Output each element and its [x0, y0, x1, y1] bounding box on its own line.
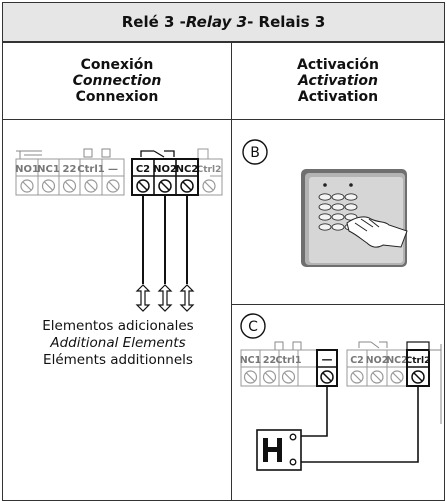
terminal-label: 22	[63, 164, 77, 175]
keypad-icon	[301, 169, 407, 267]
additional-elements-caption: Elementos adicionales Additional Element…	[12, 318, 224, 369]
terminal-label: Ctrl2	[406, 356, 431, 366]
terminal-label: C2	[350, 355, 364, 366]
connection-drawing: NO1 NC1 22 Ctrl1 — Ctrl2	[15, 148, 223, 312]
terminal-block-2: Ctrl2 C2 NO2 NC2	[131, 148, 223, 284]
terminal-label: NC1	[240, 355, 262, 366]
terminal-label: —	[108, 164, 118, 175]
panel-label-c: C	[248, 319, 258, 335]
push-button-icon	[256, 429, 302, 471]
terminal-label: NC2	[176, 164, 199, 175]
panel-label-b: B	[250, 145, 260, 161]
terminal-label: Ctrl1	[275, 355, 301, 366]
terminal-block-1: NO1 NC1 22 Ctrl1 —	[15, 158, 125, 196]
terminal-label: 22	[263, 355, 276, 366]
keypad-drawing: B	[242, 139, 408, 267]
page-title: Relé 3 - Relay 3 - Relais 3	[2, 2, 445, 42]
activation-header: Activación Activation Activation	[231, 42, 445, 120]
double-arrow-icon	[135, 284, 195, 312]
caption-en: Additional Elements	[50, 335, 186, 351]
c-terminal-block-1: NC1 22 Ctrl1 —	[240, 349, 338, 387]
terminal-label: NO2	[366, 355, 389, 366]
c-terminal-block-2: C2 NO2 NC2 Ctrl2	[346, 341, 442, 424]
terminal-label: C2	[136, 164, 150, 175]
hand-icon	[346, 216, 408, 248]
terminal-label: Ctrl2	[197, 165, 222, 175]
connection-header-en: Connection	[72, 73, 162, 89]
terminal-label: NC1	[37, 164, 60, 175]
terminal-label: NO2	[153, 164, 177, 175]
activation-header-en: Activation	[298, 73, 378, 89]
activation-header-fr: Activation	[297, 89, 379, 105]
connection-header-fr: Connexion	[75, 89, 159, 105]
activation-header-es: Activación	[297, 57, 379, 73]
title-fr: - Relais 3	[247, 13, 326, 31]
terminal-label: NO1	[15, 164, 39, 175]
terminal-label: NC2	[386, 355, 408, 366]
title-en: Relay 3	[185, 13, 248, 31]
relay-symbol-icon	[140, 150, 175, 158]
terminal-label: Ctrl1	[77, 164, 104, 175]
caption-fr: Eléments additionnels	[43, 352, 193, 368]
title-es: Relé 3 -	[121, 13, 186, 31]
connection-header: Conexión Connection Connexion	[2, 42, 232, 120]
connection-header-es: Conexión	[80, 57, 154, 73]
pushbutton-drawing: C NC1 22 Ctrl1	[240, 313, 442, 471]
caption-es: Elementos adicionales	[42, 318, 194, 334]
terminal-label: —	[322, 353, 333, 366]
